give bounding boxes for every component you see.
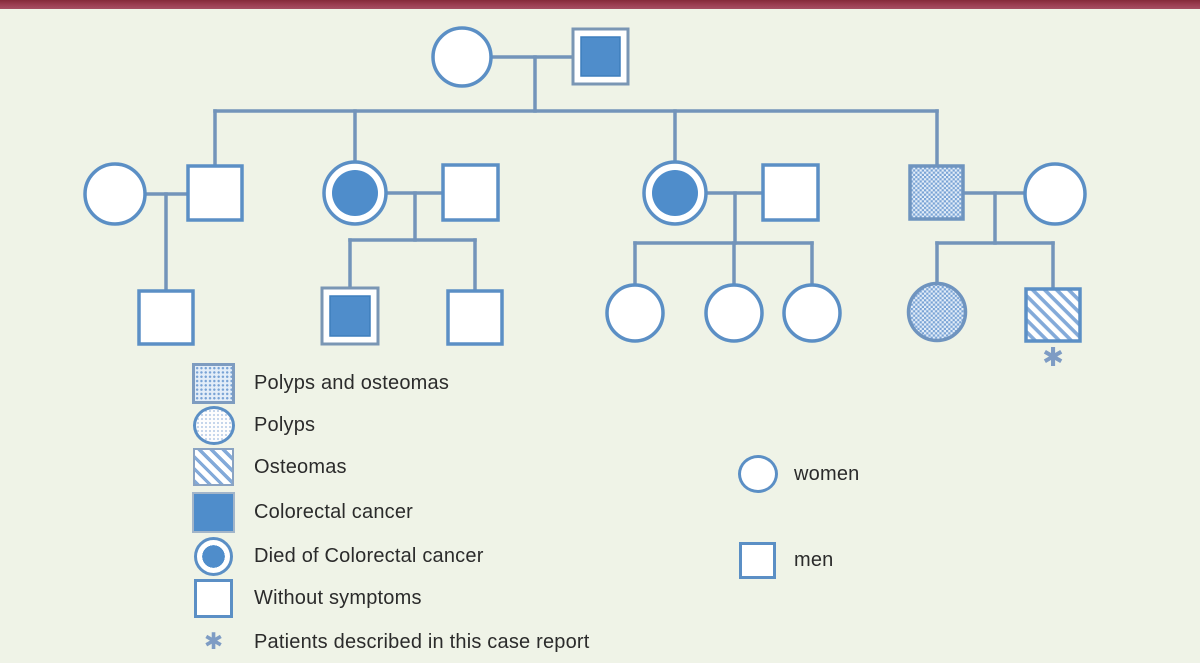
woman-circle-icon (737, 455, 778, 493)
person-III-4-unaffected-woman (605, 283, 665, 343)
person-III-5-unaffected-woman (704, 283, 764, 343)
bottom-white-strip (0, 663, 1200, 670)
top-accent-bar (0, 0, 1200, 9)
person-III-1-unaffected-man (137, 289, 195, 346)
dotted-circle-icon (192, 405, 235, 445)
person-I-2-colorectal-cancer-man (571, 27, 630, 86)
legend-label: men (794, 548, 834, 571)
person-II-3-died-colorectal-woman (322, 160, 388, 226)
case-report-asterisk: ✱ (1042, 343, 1064, 373)
person-II-8-unaffected-woman (1023, 162, 1087, 226)
person-II-2-unaffected-man (186, 164, 244, 222)
legend-item-died-colorectal: Died of Colorectal cancer (192, 534, 484, 578)
legend-label: women (794, 462, 860, 485)
person-II-7-polyps-osteomas-man (908, 164, 965, 221)
legend-label: Polyps (254, 413, 316, 436)
person-III-7-polyps-woman (906, 281, 968, 343)
legend-label: Polyps and osteomas (254, 371, 450, 394)
person-I-1-unaffected-woman (431, 26, 493, 88)
legend-label: Patients described in this case report (254, 630, 590, 653)
man-square-icon (739, 541, 776, 579)
person-III-2-colorectal-cancer-man (320, 286, 380, 346)
legend-label: Osteomas (254, 455, 347, 478)
legend-item-without-symptoms: Without symptoms (192, 576, 422, 620)
legend-item-polyps-osteomas: Polyps and osteomas (192, 361, 449, 405)
legend-item-case-report: ✱ Patients described in this case report (192, 620, 590, 664)
empty-square-icon (194, 578, 233, 618)
legend-item-women: women (736, 452, 859, 496)
legend-item-polyps: Polyps (192, 403, 315, 447)
legend-item-colorectal-cancer: Colorectal cancer (192, 490, 413, 534)
person-III-8-osteomas-man (1024, 287, 1082, 343)
legend-label: Colorectal cancer (254, 500, 414, 523)
legend-item-men: men (736, 538, 834, 582)
legend-label: Without symptoms (254, 586, 422, 609)
person-II-6-unaffected-man (761, 163, 820, 222)
filled-square-icon (192, 491, 235, 533)
person-III-6-unaffected-woman (782, 283, 842, 343)
legend-label: Died of Colorectal cancer (254, 544, 484, 567)
person-II-4-unaffected-man (441, 163, 500, 222)
legend-item-osteomas: Osteomas (192, 445, 347, 489)
person-III-3-unaffected-man (446, 289, 504, 346)
ring-filled-circle-icon (194, 536, 233, 576)
dotted-square-icon (192, 362, 235, 404)
person-II-5-died-colorectal-woman (642, 160, 708, 226)
family-connector-lines (143, 55, 1055, 293)
asterisk-icon: ✱ (203, 629, 224, 655)
person-II-1-unaffected-woman (83, 162, 147, 226)
hatched-square-icon (193, 448, 234, 486)
